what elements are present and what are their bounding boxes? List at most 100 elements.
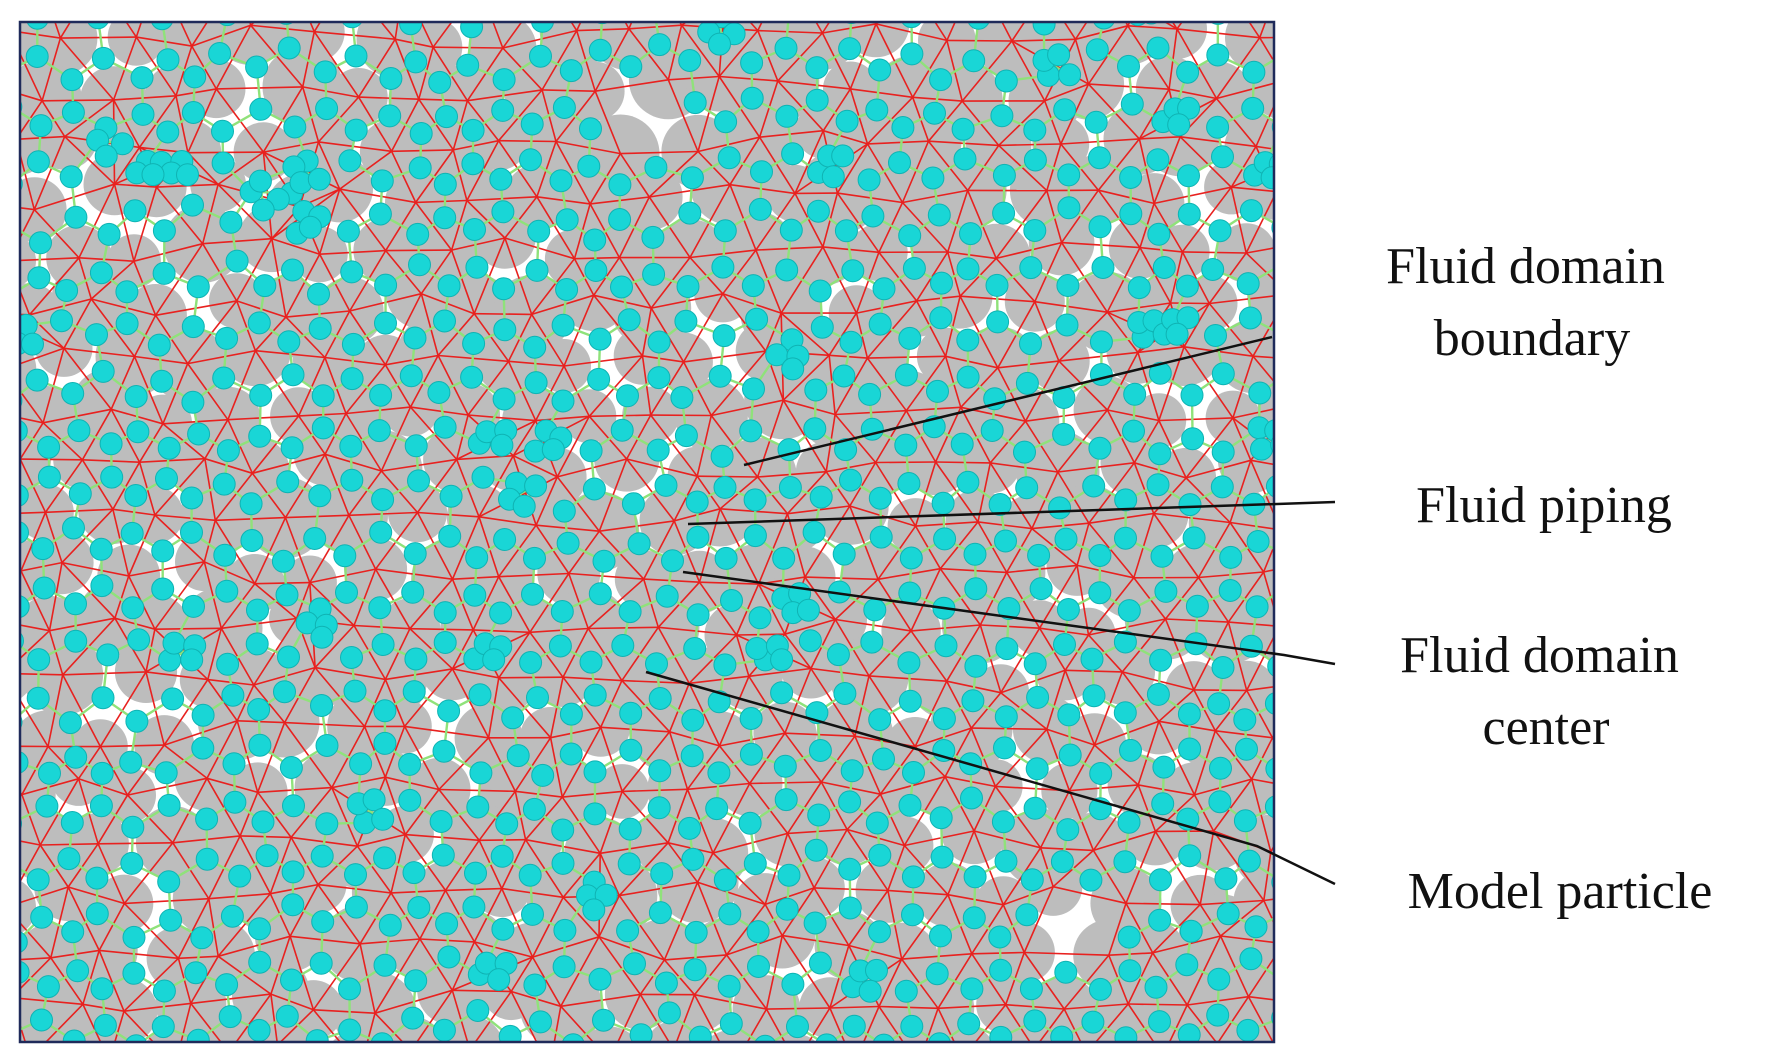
fluid-domain-center bbox=[611, 634, 635, 657]
fluid-domain-boundary bbox=[97, 794, 129, 845]
fluid-domain-boundary bbox=[823, 129, 868, 145]
fluid-domain-center bbox=[743, 488, 767, 512]
fluid-domain-boundary bbox=[384, 293, 423, 366]
fluid-domain-boundary bbox=[650, 414, 698, 477]
fluid-domain-boundary bbox=[960, 406, 992, 464]
fluid-domain-center bbox=[1214, 867, 1238, 891]
fluid-domain-boundary bbox=[1038, 564, 1078, 629]
fluid-domain-center bbox=[64, 629, 88, 653]
fluid-domain-boundary bbox=[318, 141, 392, 153]
fluid-domain-center bbox=[857, 168, 881, 192]
fluid-domain-center bbox=[858, 979, 882, 1003]
fluid-domain-boundary bbox=[20, 458, 21, 461]
fluid-domain-center bbox=[122, 961, 146, 985]
fluid-domain-center bbox=[215, 973, 239, 997]
fluid-domain-center bbox=[994, 849, 1018, 873]
fluid-domain-center bbox=[1080, 647, 1104, 671]
fluid-domain-boundary bbox=[366, 1012, 376, 1042]
fluid-domain-boundary bbox=[98, 842, 173, 845]
fluid-domain-center bbox=[439, 484, 463, 508]
fluid-pipe bbox=[1276, 431, 1282, 445]
model-particle bbox=[367, 0, 441, 22]
fluid-domain-boundary bbox=[722, 293, 782, 314]
fluid-domain-center bbox=[180, 486, 204, 510]
fluid-domain-boundary bbox=[498, 524, 537, 578]
fluid-domain-boundary bbox=[1258, 22, 1267, 38]
fluid-domain-boundary bbox=[278, 1045, 361, 1060]
fluid-domain-boundary bbox=[946, 624, 981, 682]
fluid-domain-boundary bbox=[725, 903, 766, 956]
fluid-domain-boundary bbox=[622, 788, 688, 793]
fluid-domain-center bbox=[124, 484, 148, 507]
fluid-domain-boundary bbox=[301, 86, 320, 143]
fluid-domain-boundary bbox=[345, 406, 411, 415]
fluid-domain-center bbox=[315, 97, 339, 121]
fluid-domain-center bbox=[151, 539, 175, 563]
fluid-domain-center bbox=[1152, 755, 1176, 779]
fluid-domain-center bbox=[456, 53, 480, 77]
fluid-domain-boundary bbox=[1181, 251, 1211, 304]
fluid-domain-center bbox=[654, 473, 678, 497]
fluid-domain-center bbox=[213, 543, 237, 567]
fluid-domain-center bbox=[552, 96, 576, 119]
fluid-domain-center bbox=[339, 434, 363, 458]
fluid-domain-center bbox=[408, 156, 432, 180]
fluid-domain-boundary bbox=[1153, 186, 1232, 205]
fluid-domain-boundary bbox=[786, 833, 815, 889]
fluid-domain-center bbox=[181, 315, 205, 339]
fluid-domain-center bbox=[754, 1034, 776, 1042]
fluid-domain-boundary bbox=[29, 298, 92, 316]
fluid-domain-center bbox=[809, 485, 833, 509]
fluid-domain-boundary bbox=[553, 1006, 562, 1042]
fluid-domain-boundary bbox=[825, 471, 851, 507]
fluid-domain-center bbox=[921, 166, 945, 190]
fluid-domain-boundary bbox=[497, 89, 543, 142]
fluid-domain-center bbox=[401, 580, 425, 604]
fluid-domain-center bbox=[275, 1004, 299, 1028]
fluid-domain-boundary bbox=[980, 624, 1040, 629]
fluid-domain-center bbox=[67, 419, 91, 443]
fluid-domain-boundary bbox=[849, 462, 877, 507]
fluid-pipe bbox=[1138, 13, 1152, 15]
fluid-domain-boundary bbox=[879, 746, 916, 795]
fluid-domain-boundary bbox=[420, 22, 434, 48]
fluid-domain-center bbox=[100, 465, 124, 489]
fluid-domain-boundary bbox=[48, 562, 63, 631]
fluid-domain-center bbox=[523, 546, 546, 570]
fluid-domain-boundary bbox=[187, 349, 256, 365]
fluid-domain-boundary bbox=[78, 257, 134, 262]
fluid-domain-boundary bbox=[1125, 902, 1154, 954]
fluid-domain-boundary bbox=[1034, 242, 1063, 303]
fluid-domain-center bbox=[433, 601, 457, 625]
fluid-domain-center bbox=[248, 424, 272, 448]
fluid-domain-center bbox=[644, 155, 668, 179]
fluid-domain-boundary bbox=[204, 419, 229, 460]
fluid-domain-center bbox=[1236, 272, 1260, 296]
fluid-domain-center bbox=[778, 476, 802, 499]
fluid-domain-center bbox=[1175, 274, 1199, 298]
fluid-domain-center bbox=[126, 420, 150, 444]
fluid-domain-boundary bbox=[1215, 730, 1273, 739]
fluid-domain-center bbox=[471, 465, 495, 489]
fluid-domain-boundary bbox=[529, 627, 589, 634]
fluid-domain-center bbox=[122, 925, 146, 949]
fluid-domain-center bbox=[190, 926, 214, 950]
fluid-domain-center bbox=[340, 260, 364, 284]
fluid-domain-boundary bbox=[251, 472, 287, 519]
fluid-domain-center bbox=[219, 210, 243, 234]
fluid-domain-center bbox=[714, 546, 738, 570]
fluid-domain-boundary bbox=[878, 202, 904, 253]
fluid-domain-boundary bbox=[1232, 408, 1274, 419]
fluid-domain-center bbox=[1119, 202, 1143, 226]
fluid-domain-boundary bbox=[20, 389, 44, 424]
fluid-domain-center bbox=[582, 898, 606, 922]
fluid-domain-center bbox=[378, 913, 402, 937]
fluid-domain-boundary bbox=[64, 136, 116, 185]
fluid-domain-center bbox=[155, 467, 178, 491]
fluid-domain-boundary bbox=[42, 99, 114, 102]
fluid-domain-boundary bbox=[997, 367, 1027, 422]
fluid-domain-center bbox=[1201, 258, 1225, 281]
fluid-domain-boundary bbox=[906, 406, 961, 412]
fluid-domain-boundary bbox=[220, 583, 256, 629]
fluid-domain-boundary bbox=[946, 251, 961, 297]
